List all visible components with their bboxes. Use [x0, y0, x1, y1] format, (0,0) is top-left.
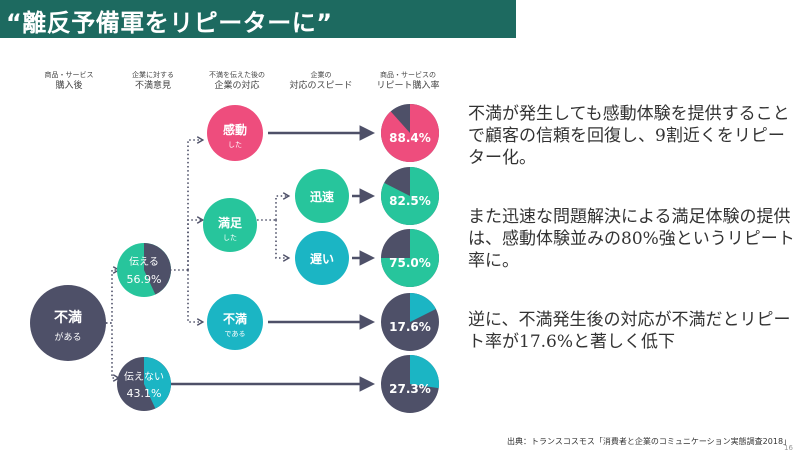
result-pie-value-slice: [410, 355, 440, 389]
result-pie-5: 27.3%: [381, 355, 440, 413]
node-percent: 43.1%: [127, 387, 162, 400]
column-header-line2: 不満意見: [134, 81, 171, 91]
page-number: 16: [784, 444, 793, 452]
slide-title: “離反予備軍をリピーターに”: [6, 9, 333, 37]
node-label: 不満: [223, 311, 247, 326]
result-pie-value-slice: [381, 103, 440, 162]
explanation-paragraph-3: 逆に、不満発生後の対応が不満だとリピート率が17.6%と著しく低下: [468, 310, 791, 352]
result-percent-label: 27.3%: [389, 382, 431, 396]
node-label: 不満: [54, 309, 82, 326]
result-percent-label: 82.5%: [389, 194, 431, 208]
explanation-paragraph-1: 不満が発生しても感動体験を提供することで顧客の信頼を回復し、9割近くをリピーター…: [468, 104, 790, 168]
tsutaenai-value-slice: [144, 357, 171, 409]
dotted-connectors: [106, 136, 291, 382]
result-pie-value-slice: [410, 293, 436, 322]
node-tsutaeru-pie: 伝える 56.9%: [117, 243, 171, 297]
node-sublabel: した: [223, 234, 237, 242]
column-header-line1: 不満を伝えた後の: [209, 71, 265, 79]
node-label: 遅い: [310, 252, 334, 266]
solid-arrows: [170, 125, 376, 392]
node-sublabel: した: [228, 141, 242, 149]
result-pies: 88.4% 82.5% 75.0% 17.6% 27.3%: [380, 103, 440, 413]
column-header-speed: 企業の 対応のスピード: [286, 70, 356, 92]
node-label: 迅速: [310, 189, 334, 204]
node-osoi: 遅い: [295, 231, 349, 285]
column-header-line1: 企業に対する: [132, 71, 174, 79]
node-percent: 56.9%: [127, 273, 162, 286]
column-header-line2: 企業の対応: [214, 81, 260, 91]
node-jinsoku: 迅速: [295, 169, 349, 223]
result-percent-label: 88.4%: [389, 131, 431, 145]
result-percent-label: 75.0%: [389, 256, 431, 270]
node-label: 伝えない: [124, 371, 164, 383]
column-header-line1: 商品・サービス: [44, 71, 94, 79]
column-header-line1: 企業の: [310, 71, 332, 79]
column-header-complaint: 企業に対する 不満意見: [118, 70, 188, 92]
node-manzoku: 満足 した: [203, 198, 257, 252]
column-header-line2: リピート購入率: [376, 81, 440, 91]
node-fuman-dearu: 不満 である: [207, 294, 263, 350]
node-label: 感動: [223, 122, 247, 137]
node-sublabel: である: [225, 330, 246, 338]
result-pie-4: 17.6%: [381, 293, 439, 351]
column-header-response: 不満を伝えた後の 企業の対応: [202, 70, 272, 92]
column-header-line2: 購入後: [55, 81, 83, 91]
tsutaeru-remainder-slice: [144, 243, 171, 295]
node-tsutaenai-pie: 伝えない 43.1%: [117, 357, 171, 411]
column-header-line2: 対応のスピード: [289, 81, 353, 91]
column-header-purchase: 商品・サービス 購入後: [34, 70, 104, 92]
result-percent-label: 17.6%: [389, 320, 431, 334]
result-pie-value-slice: [381, 229, 439, 287]
node-sublabel: がある: [54, 331, 81, 343]
node-label: 満足: [218, 215, 242, 230]
result-pie-1: 88.4%: [381, 103, 440, 162]
column-header-repeat-rate: 商品・サービスの リピート購入率: [373, 70, 443, 92]
node-fuman-aru: 不満 がある: [30, 285, 106, 361]
explanation-paragraph-2: また迅速な問題解決による満足体験の提供は、感動体験並みの80%強というリピート率…: [468, 207, 795, 271]
node-label: 伝える: [129, 256, 159, 268]
result-pie-3: 75.0%: [381, 229, 439, 287]
title-bar: “離反予備軍をリピーターに”: [0, 0, 516, 38]
result-pie-value-slice: [380, 167, 439, 225]
column-header-line1: 商品・サービスの: [380, 71, 436, 79]
source-citation: 出典：トランスコスモス「消費者と企業のコミュニケーション実態調査2018」: [507, 437, 792, 446]
node-kando: 感動 した: [207, 105, 263, 161]
result-pie-2: 82.5%: [380, 167, 439, 225]
